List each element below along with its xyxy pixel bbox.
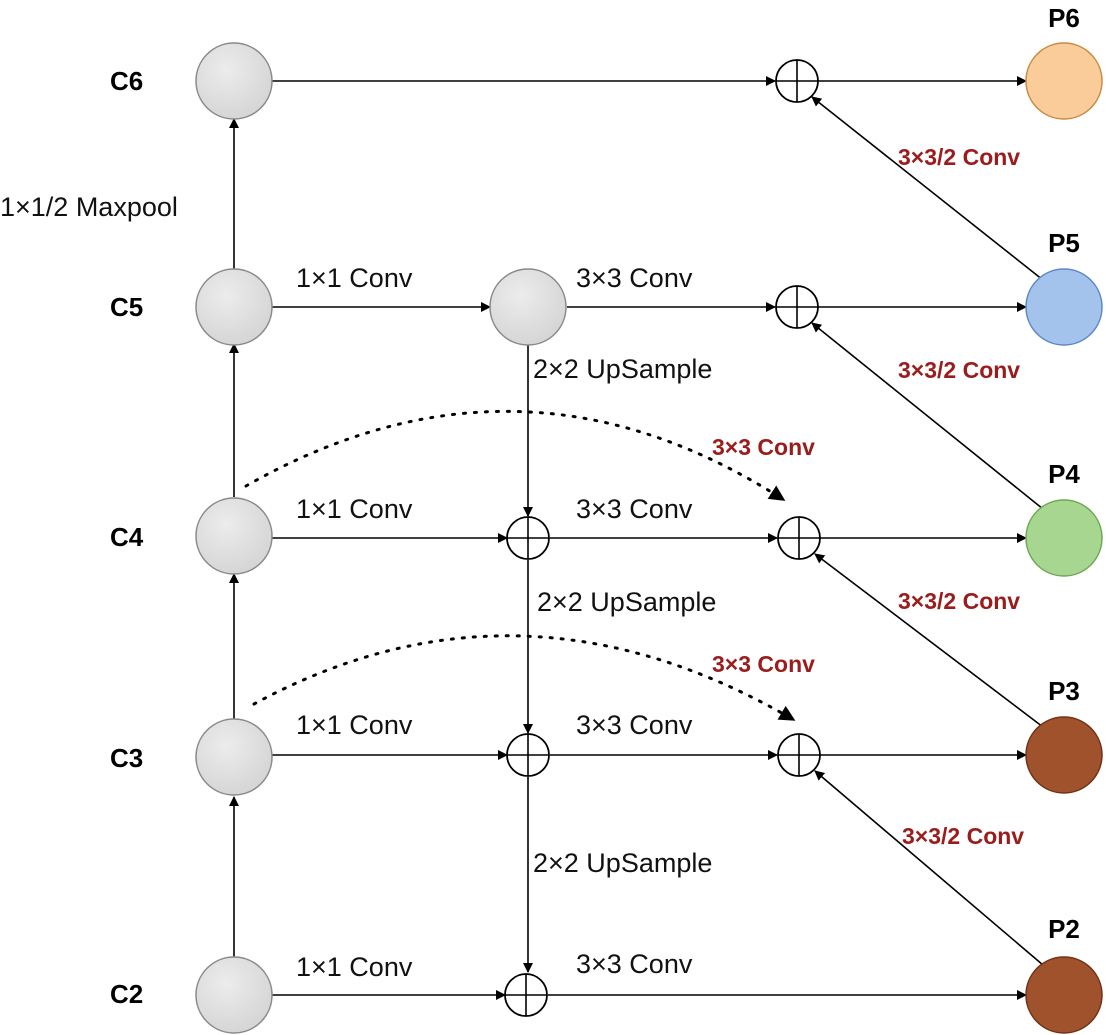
- label-upsample-2: 2×2 UpSample: [537, 587, 716, 617]
- skip-arc-c3: [252, 634, 796, 722]
- edge-p5-to-sum6: [811, 96, 1044, 281]
- label-upsample-1: 2×2 UpSample: [533, 354, 712, 384]
- label-p5: P5: [1048, 228, 1080, 258]
- label-p4: P4: [1048, 459, 1080, 489]
- edge-p3-to-sum4: [814, 553, 1044, 728]
- label-c3: C3: [110, 743, 143, 773]
- backbone-nodes: [195, 42, 567, 1034]
- sum-nodes: [504, 59, 821, 1017]
- label-p2: P2: [1048, 914, 1080, 944]
- label-down-conv-p5: 3×3/2 Conv: [898, 357, 1020, 383]
- label-c4: C4: [110, 522, 144, 552]
- label-conv1x1-c5: 1×1 Conv: [296, 263, 413, 293]
- label-conv3x3-c3: 3×3 Conv: [576, 710, 693, 740]
- sum-node-p5: [775, 285, 819, 329]
- node-p3: [1025, 716, 1103, 794]
- sum-node-c2-topdown: [504, 973, 548, 1017]
- label-c5: C5: [110, 292, 143, 322]
- label-upsample-3: 2×2 UpSample: [533, 848, 712, 878]
- label-conv3x3-c4: 3×3 Conv: [576, 494, 693, 524]
- sum-node-p6: [775, 59, 819, 103]
- node-c2: [195, 956, 273, 1034]
- sum-node-c3-topdown: [506, 733, 550, 777]
- label-down-conv-p6: 3×3/2 Conv: [898, 144, 1020, 170]
- edge-p4-to-sum5: [811, 322, 1044, 510]
- node-p5: [1025, 268, 1103, 346]
- sum-node-c4-topdown: [506, 516, 550, 560]
- label-conv1x1-c3: 1×1 Conv: [296, 710, 413, 740]
- sum-node-p3: [777, 733, 821, 777]
- node-c5: [195, 268, 273, 346]
- node-p2: [1025, 956, 1103, 1034]
- label-c2: C2: [110, 979, 143, 1009]
- label-conv3x3-c5: 3×3 Conv: [576, 263, 693, 293]
- label-down-conv-p4: 3×3/2 Conv: [898, 588, 1020, 614]
- node-c4: [195, 497, 273, 575]
- label-skip-conv-2: 3×3 Conv: [712, 651, 815, 677]
- pyramid-nodes: [1025, 42, 1103, 1034]
- label-conv3x3-c2: 3×3 Conv: [576, 949, 693, 979]
- label-maxpool: 1×1/2 Maxpool: [0, 192, 178, 222]
- node-p4: [1025, 499, 1103, 577]
- node-c6: [195, 42, 273, 120]
- edges: [229, 76, 1044, 1000]
- label-p6: P6: [1048, 3, 1080, 33]
- label-down-conv-p3: 3×3/2 Conv: [902, 823, 1024, 849]
- label-conv1x1-c4: 1×1 Conv: [296, 494, 413, 524]
- node-c3: [195, 718, 273, 796]
- edge-p2-to-sum3: [814, 770, 1044, 966]
- label-c6: C6: [110, 66, 143, 96]
- sum-node-p4: [777, 516, 821, 560]
- skip-arc-c4: [244, 409, 786, 502]
- label-p3: P3: [1048, 676, 1080, 706]
- node-p6: [1025, 42, 1103, 120]
- label-conv1x1-c2: 1×1 Conv: [296, 952, 413, 982]
- node-labels: C6 C5 C4 C3 C2 P6 P5 P4 P3 P2: [110, 3, 1080, 1009]
- edge-labels: 1×1/2 Maxpool 1×1 Conv 1×1 Conv 1×1 Conv…: [0, 144, 1024, 982]
- node-lateral-c5: [489, 268, 567, 346]
- label-skip-conv-1: 3×3 Conv: [712, 434, 815, 460]
